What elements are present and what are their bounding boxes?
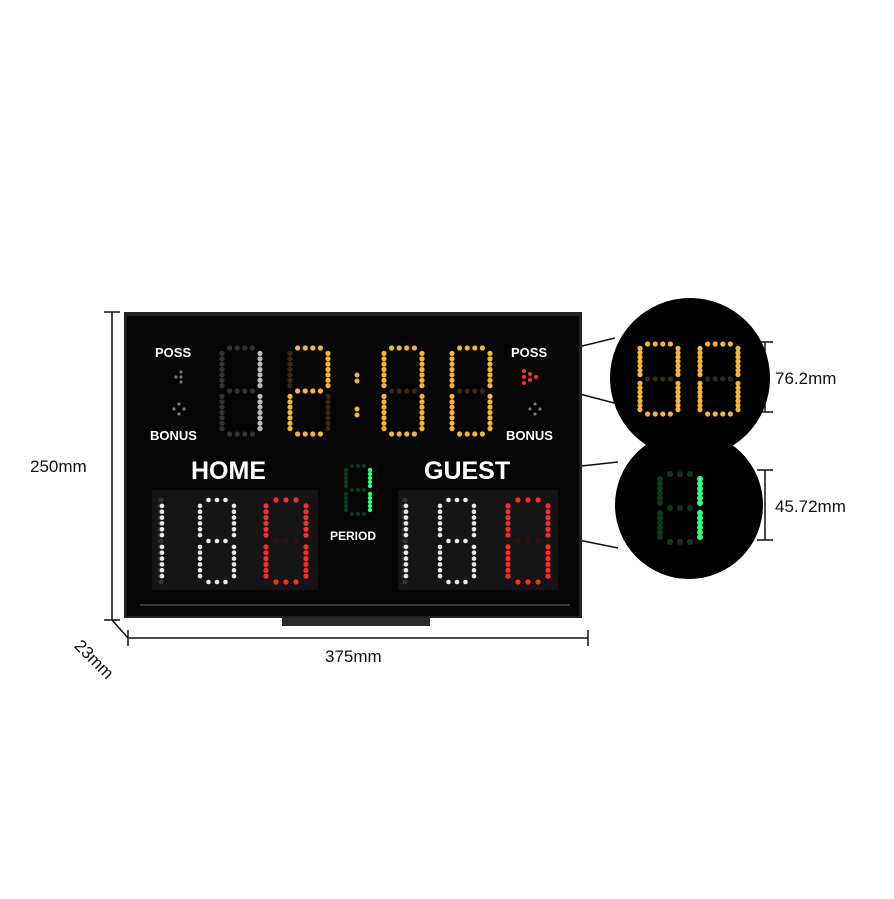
clock-digit-3 — [381, 345, 425, 437]
poss-label-left: POSS — [155, 345, 191, 360]
poss-indicator-left — [174, 370, 183, 384]
digit-displays — [157, 345, 551, 585]
bonus-indicator-right — [528, 402, 542, 416]
zoom-clock-digit-2 — [697, 341, 741, 417]
bonus-indicator-left — [172, 402, 186, 416]
clock-zoom-bubble — [610, 298, 770, 458]
poss-arrow-right-icon — [522, 369, 538, 385]
period-digit — [343, 463, 373, 517]
clock-digit-4 — [449, 345, 493, 437]
guest-label: GUEST — [424, 457, 510, 485]
width-dimension-label: 375mm — [325, 647, 382, 666]
clock-digit-height-label: 76.2mm — [775, 369, 837, 388]
period-digit-height-label: 45.72mm — [775, 497, 846, 516]
home-label: HOME — [191, 457, 266, 485]
zoom-period-digit — [657, 471, 703, 545]
depth-dimension-line — [111, 619, 129, 639]
bonus-label-right: BONUS — [506, 428, 553, 443]
home-score-digit-3 — [263, 497, 309, 585]
home-score-digit-1 — [157, 497, 165, 585]
board-bottom-edge — [140, 604, 570, 606]
period-zoom-bubble — [615, 431, 763, 579]
poss-label-right: POSS — [511, 345, 547, 360]
clock-digit-1 — [219, 345, 263, 437]
height-dimension-label: 250mm — [30, 457, 87, 476]
guest-score-digit-1 — [401, 497, 409, 585]
bonus-label-left: BONUS — [150, 428, 197, 443]
zoom-clock-digit-1 — [637, 341, 681, 417]
guest-score-digit-3 — [505, 497, 551, 585]
home-score-digit-2 — [197, 497, 237, 585]
period-label: PERIOD — [330, 529, 376, 543]
clock-digit-2 — [287, 345, 331, 437]
guest-score-panel — [398, 490, 558, 590]
zoom-digits — [637, 341, 741, 545]
clock-colon — [354, 372, 360, 418]
guest-score-digit-2 — [437, 497, 477, 585]
